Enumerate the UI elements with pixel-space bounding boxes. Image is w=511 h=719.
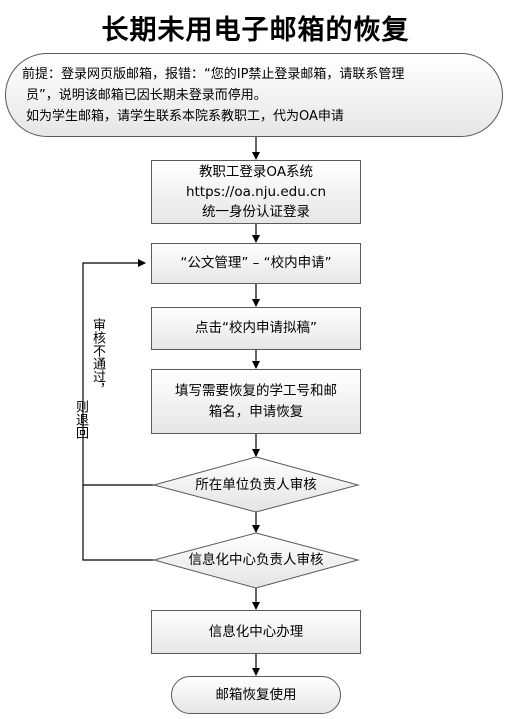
decision-review-unit-label: 所在单位负责人审核 — [195, 477, 317, 493]
step-fill-line-1: 填写需要恢复的学工号和邮 — [175, 382, 337, 399]
loop-back-line-info — [82, 485, 154, 561]
premise-line-3: 如为学生邮箱，请学生联系本院系教职工，代为OA申请 — [26, 108, 344, 124]
loop-back-line-unit — [82, 259, 154, 486]
step-handle-box: 信息化中心办理 — [151, 610, 361, 654]
premise-line-2: 员”，说明该邮箱已因长期未登录而停用。 — [26, 87, 267, 103]
decision-review-info-label: 信息化中心负责人审核 — [188, 552, 324, 568]
step-login-line-2: https://oa.nju.edu.cn — [185, 184, 327, 200]
step-menu-box: “公文管理” – “校内申请” — [151, 243, 361, 284]
step-login-box: 教职工登录OA系统 https://oa.nju.edu.cn 统一身份认证登录 — [151, 160, 361, 224]
step-click-label: 点击“校内申请拟稿” — [195, 320, 317, 336]
step-menu-label: “公文管理” – “校内申请” — [180, 255, 332, 271]
step-click-box: 点击“校内申请拟稿” — [151, 307, 361, 350]
premise-box: 前提：登录网页版邮箱，报错：“您的IP禁止登录邮箱，请联系管理 员”，说明该邮箱… — [5, 53, 503, 137]
end-done-label: 邮箱恢复使用 — [215, 686, 297, 703]
end-done-box: 邮箱恢复使用 — [171, 676, 341, 714]
step-fill-box: 填写需要恢复的学工号和邮 箱名，申请恢复 — [151, 369, 361, 434]
step-login-line-1: 教职工登录OA系统 — [198, 164, 314, 180]
loop-label-part-2: 则退回 — [73, 400, 88, 439]
premise-line-1: 前提：登录网页版邮箱，报错：“您的IP禁止登录邮箱，请联系管理 — [22, 66, 405, 82]
loop-label-part-1: 审核不通过， — [90, 318, 105, 396]
step-login-line-3: 统一身份认证登录 — [202, 204, 310, 220]
page-title: 长期未用电子邮箱的恢复 — [101, 15, 410, 46]
decision-review-info — [152, 532, 360, 589]
step-fill-line-2: 箱名，申请恢复 — [208, 403, 304, 420]
decision-review-unit — [152, 456, 360, 513]
step-handle-label: 信息化中心办理 — [208, 623, 304, 640]
